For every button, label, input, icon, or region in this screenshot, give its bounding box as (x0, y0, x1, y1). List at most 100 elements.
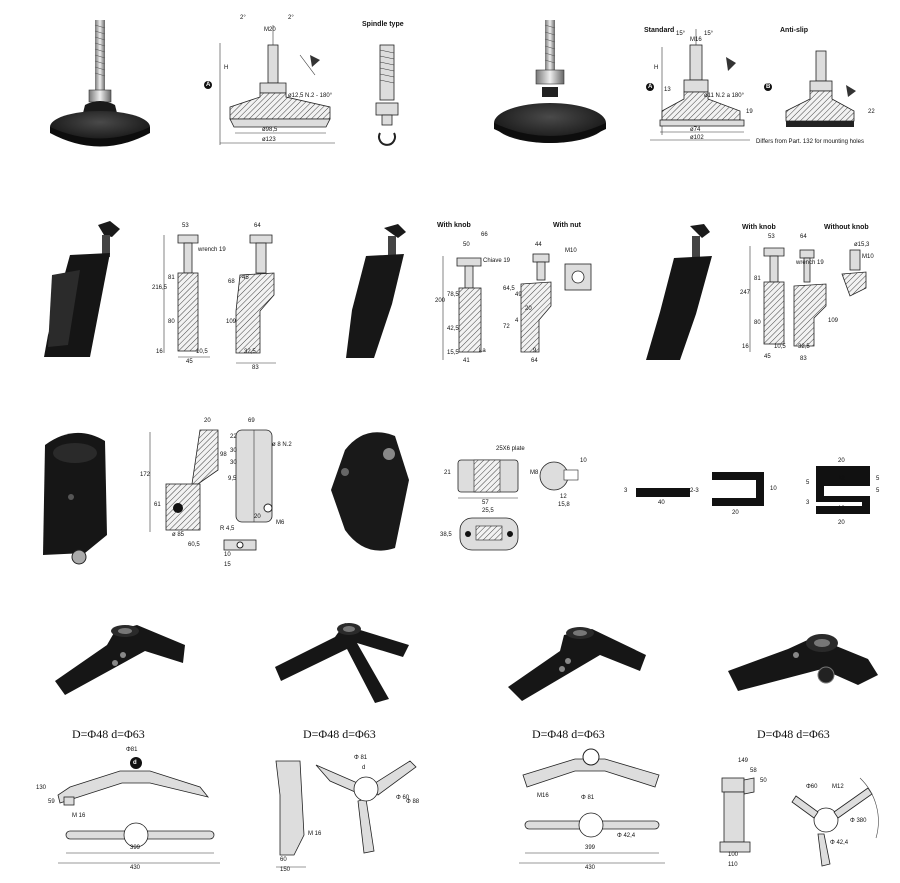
dim-216-5: 216,5 (152, 285, 168, 291)
dim-h-b: H (654, 65, 659, 71)
drawing-swivel-block: 20 69 172 61 98 22 30 30 9,5 20 ø 85 60,… (140, 412, 292, 572)
dim-dia-102: ø102 (690, 135, 704, 141)
marker-d-3: d (579, 805, 583, 811)
dim-h: H (224, 65, 229, 71)
dim-9: 9 (533, 348, 537, 354)
photo-base-2 (265, 615, 415, 710)
dim-430-c: 430 (585, 865, 596, 871)
dim-149: 149 (738, 758, 749, 764)
dim-68: 68 (228, 279, 235, 285)
dim-prof-20-top: 20 (838, 458, 845, 464)
dim-399-c: 399 (585, 845, 596, 851)
dim-61: 61 (154, 502, 161, 508)
section-marker-a: A (206, 82, 211, 88)
dim-30-a: 30 (230, 448, 237, 454)
dim-83: 83 (252, 365, 259, 371)
dim-dia-74: ø74 (690, 127, 701, 133)
dim-81: 81 (168, 275, 175, 281)
dim-60-5: 60,5 (188, 542, 200, 548)
drawing-clamp-2: With knob With nut 66 50 44 M10 Chiave 1… (435, 220, 600, 370)
caption-base-4: D=Φ48 d=Φ63 (757, 727, 830, 741)
photo-plate-holder (325, 420, 415, 560)
dim-130: 130 (36, 785, 47, 791)
dim-phi81-b: Φ 81 (354, 755, 368, 761)
dim-32-5: 32,5 (244, 349, 256, 355)
photo-clamp-3 (640, 220, 720, 365)
dim-19: 19 (746, 109, 753, 115)
dim-prof-10: 10 (770, 486, 777, 492)
dim-25-5: 25,5 (482, 508, 494, 514)
spindle-type-drawing: Spindle type (360, 15, 420, 150)
dim-holes: ø12,5 N.2 - 180° (288, 93, 333, 99)
dim-44: 44 (535, 242, 542, 248)
dim-m6: M6 (276, 520, 285, 526)
dim-45-base: 45 (186, 359, 193, 365)
dim-thread: M20 (264, 27, 276, 33)
drawing-clamp-3: With knob Without knob 53 64 ø15,3 M10 w… (738, 222, 888, 372)
photo-base-4 (718, 615, 888, 700)
dim-thread-m16: M16 (690, 37, 702, 43)
dim-15-8: 15,8 (558, 502, 570, 508)
dim-100: 100 (728, 852, 739, 858)
dim-prof-3-left: 3 (806, 500, 810, 506)
dim-dia-85: ø 85 (172, 532, 185, 538)
dim-phi81: Φ81 (126, 747, 138, 753)
dim-2deg-right: 2° (288, 15, 294, 21)
dim-430: 430 (130, 865, 141, 871)
spindle-type-title: Spindle type (362, 21, 404, 28)
drawing-base-2: Φ 81 d Φ 60 Φ 88 60 150 M 16 (270, 755, 425, 875)
photo-clamp-2 (340, 220, 420, 365)
dim-phi42-4-d: Φ 42,4 (830, 840, 849, 846)
dim-22-r3: 22 (230, 434, 237, 440)
dim-150: 150 (280, 867, 291, 873)
dim-m10: M10 (565, 248, 577, 254)
dim-110: 110 (728, 862, 738, 868)
dim-prof-18-bottom: 18 (838, 506, 845, 512)
dim-m12: M12 (832, 784, 844, 790)
title-standard: Standard (644, 27, 675, 34)
dim-64: 64 (254, 223, 261, 229)
dim-15-r3: 15 (224, 562, 231, 568)
marker-d-2: d (362, 765, 366, 771)
dim-109: 109 (226, 319, 237, 325)
dim-phi42-4: Φ 42,4 (617, 833, 636, 839)
photo-base-3 (500, 615, 655, 715)
dim-64-c: 64 (800, 234, 807, 240)
dim-prof-5-right-b: 5 (876, 488, 880, 494)
section-marker-b: B (766, 84, 771, 90)
dim-57: 57 (482, 500, 489, 506)
dim-m10-c: M10 (862, 254, 874, 260)
dim-20-b: 20 (254, 514, 261, 520)
dim-m8: M8 (530, 470, 539, 476)
dim-59: 59 (48, 799, 55, 805)
dim-16: 16 (156, 349, 163, 355)
dim-69: 69 (248, 418, 255, 424)
dim-15-5: 15,5 (447, 350, 459, 356)
dim-wrench-19-c: wrench 19 (796, 260, 824, 266)
dim-dia-8: ø 8 N.2 (272, 442, 292, 448)
dim-64-base: 64 (531, 358, 538, 364)
section-marker-a2: A (648, 84, 653, 90)
dim-109-c: 109 (828, 318, 839, 324)
dim-prof-18-top: 18 (838, 476, 845, 482)
dim-prof-20: 20 (732, 510, 739, 516)
dim-22: 22 (868, 109, 875, 115)
dim-200: 200 (435, 298, 446, 304)
photo-leveling-foot-1 (45, 15, 165, 150)
dim-66: 66 (481, 232, 488, 238)
dim-prof-20-bottom: 20 (838, 520, 845, 526)
dim-la: La (479, 348, 486, 354)
drawing-base-1: Φ81 d M 16 130 59 399 430 (30, 745, 230, 875)
dim-53: 53 (182, 223, 189, 229)
dim-247: 247 (740, 290, 751, 296)
caption-base-1: D=Φ48 d=Φ63 (72, 727, 145, 741)
dim-15deg-left: 15° (676, 31, 686, 37)
drawing-clamp-1: 53 64 wrench 19 216,5 81 68 45 80 109 16… (150, 215, 295, 375)
dim-60: 60 (280, 857, 287, 863)
dim-prof-2-3: 2-3 (690, 488, 699, 494)
dim-53-c: 53 (768, 234, 775, 240)
photo-clamp-1 (40, 215, 135, 365)
dim-45-c: 45 (764, 354, 771, 360)
dim-prof-40: 40 (658, 500, 665, 506)
title-with-nut: With nut (553, 222, 581, 229)
